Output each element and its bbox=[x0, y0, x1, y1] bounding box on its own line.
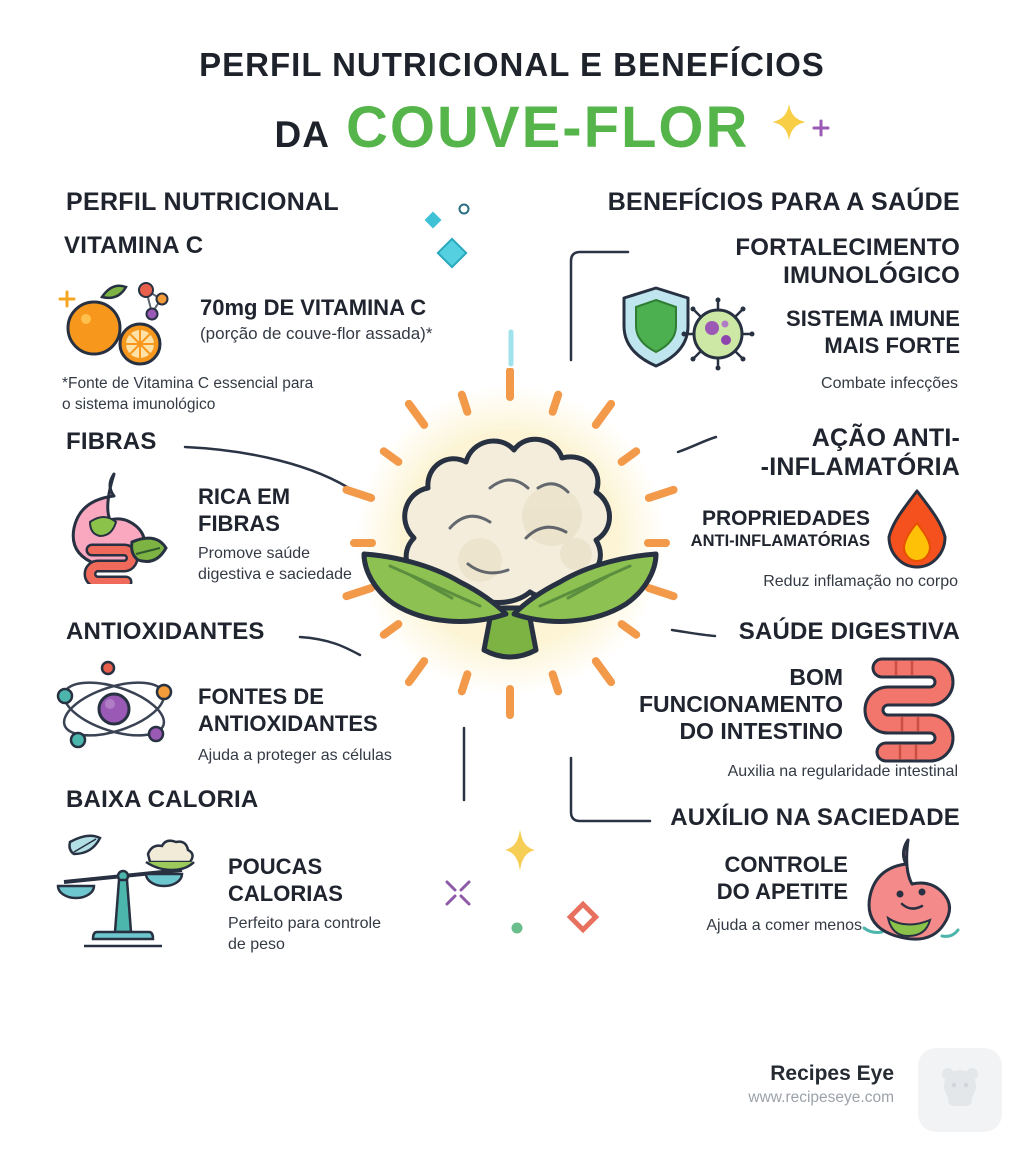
fibras-title: RICA EM FIBRAS bbox=[198, 484, 291, 536]
baixa-caloria-description: Perfeito para controle de peso bbox=[228, 915, 381, 953]
left-column-header: PERFIL NUTRICIONAL bbox=[66, 188, 339, 216]
antioxidantes-description: Ajuda a proteger as células bbox=[198, 747, 392, 764]
imune-title: SISTEMA IMUNE MAIS FORTE bbox=[786, 306, 960, 358]
brand-logo bbox=[918, 1048, 1002, 1132]
vitamina-c-subtitle: (porção de couve-flor assada)* bbox=[200, 324, 433, 343]
digestive-system-icon bbox=[56, 466, 174, 584]
happy-stomach-icon bbox=[856, 832, 966, 952]
intestino-title: BOM FUNCIONAMENTO DO INTESTINO bbox=[638, 664, 843, 745]
heading-fortalecimento: FORTALECIMENTO IMUNOLÓGICO bbox=[735, 234, 960, 289]
vitamina-c-note: *Fonte de Vitamina C essencial para o si… bbox=[62, 375, 314, 413]
teal-diamond-icon bbox=[436, 237, 468, 269]
heading-fibras: FIBRAS bbox=[66, 428, 157, 455]
cauliflower-stem bbox=[481, 605, 539, 660]
heading-vitamina-c: VITAMINA C bbox=[64, 232, 204, 259]
scale-icon bbox=[50, 826, 196, 952]
vitamina-c-title: 70mg DE VITAMINA C bbox=[200, 295, 427, 320]
atom-icon bbox=[52, 652, 178, 766]
page-title-line2: DA COUVE-FLOR bbox=[0, 94, 1024, 161]
brand-name: Recipes Eye bbox=[770, 1062, 894, 1085]
sun-rays-icon bbox=[342, 368, 678, 719]
purple-x-icon bbox=[445, 880, 471, 906]
ring-icon bbox=[458, 203, 470, 215]
imune-description: Combate infecções bbox=[821, 375, 958, 392]
yellow-sparkle-icon bbox=[505, 829, 535, 871]
heading-auxilio-saciedade: AUXÍLIO NA SACIEDADE bbox=[670, 804, 960, 831]
intestino-description: Auxilia na regularidade intestinal bbox=[727, 763, 958, 780]
right-column-header: BENEFÍCIOS PARA A SAÚDE bbox=[607, 188, 960, 216]
heading-acao-antiinflamatoria: AÇÃO ANTI- -INFLAMATÓRIA bbox=[760, 424, 960, 481]
fibras-description: Promove saúde digestiva e saciedade bbox=[198, 545, 352, 583]
cauliflower-illustration bbox=[330, 368, 690, 728]
title-highlight: COUVE-FLOR bbox=[346, 95, 750, 160]
heading-baixa-caloria: BAIXA CALORIA bbox=[66, 786, 259, 813]
propriedades-subtitle: ANTI-INFLAMATÓRIAS bbox=[690, 532, 870, 550]
sparkle-icon bbox=[772, 104, 806, 140]
green-dot-icon bbox=[511, 922, 523, 934]
intestine-icon bbox=[852, 650, 966, 774]
brand-website: www.recipeseye.com bbox=[748, 1089, 894, 1106]
page-title-line1: PERFIL NUTRICIONAL E BENEFÍCIOS bbox=[199, 46, 825, 83]
coral-diamond-icon bbox=[566, 900, 600, 934]
heading-antioxidantes: ANTIOXIDANTES bbox=[66, 618, 265, 645]
apetite-title: CONTROLE DO APETITE bbox=[716, 852, 848, 904]
apetite-description: Ajuda a comer menos bbox=[706, 917, 862, 934]
acao-description: Reduz inflamação no corpo bbox=[763, 573, 958, 590]
baixa-caloria-title: POUCAS CALORIAS bbox=[228, 854, 343, 906]
flame-icon bbox=[878, 486, 956, 578]
footer: Recipes Eye www.recipeseye.com bbox=[748, 1062, 894, 1107]
cauliflower-head bbox=[402, 436, 612, 605]
heading-saude-digestiva: SAÚDE DIGESTIVA bbox=[738, 618, 960, 645]
decor-shapes bbox=[424, 104, 830, 934]
cauliflower-leaves bbox=[361, 551, 659, 624]
title-prefix: DA bbox=[274, 114, 330, 155]
teal-diamond-small-icon bbox=[424, 211, 442, 229]
propriedades-title: PROPRIEDADES bbox=[701, 507, 870, 530]
purple-plus-icon bbox=[812, 119, 830, 137]
oranges-icon bbox=[56, 270, 188, 372]
antioxidantes-title: FONTES DE ANTIOXIDANTES bbox=[198, 684, 378, 736]
shield-virus-icon bbox=[618, 282, 760, 386]
